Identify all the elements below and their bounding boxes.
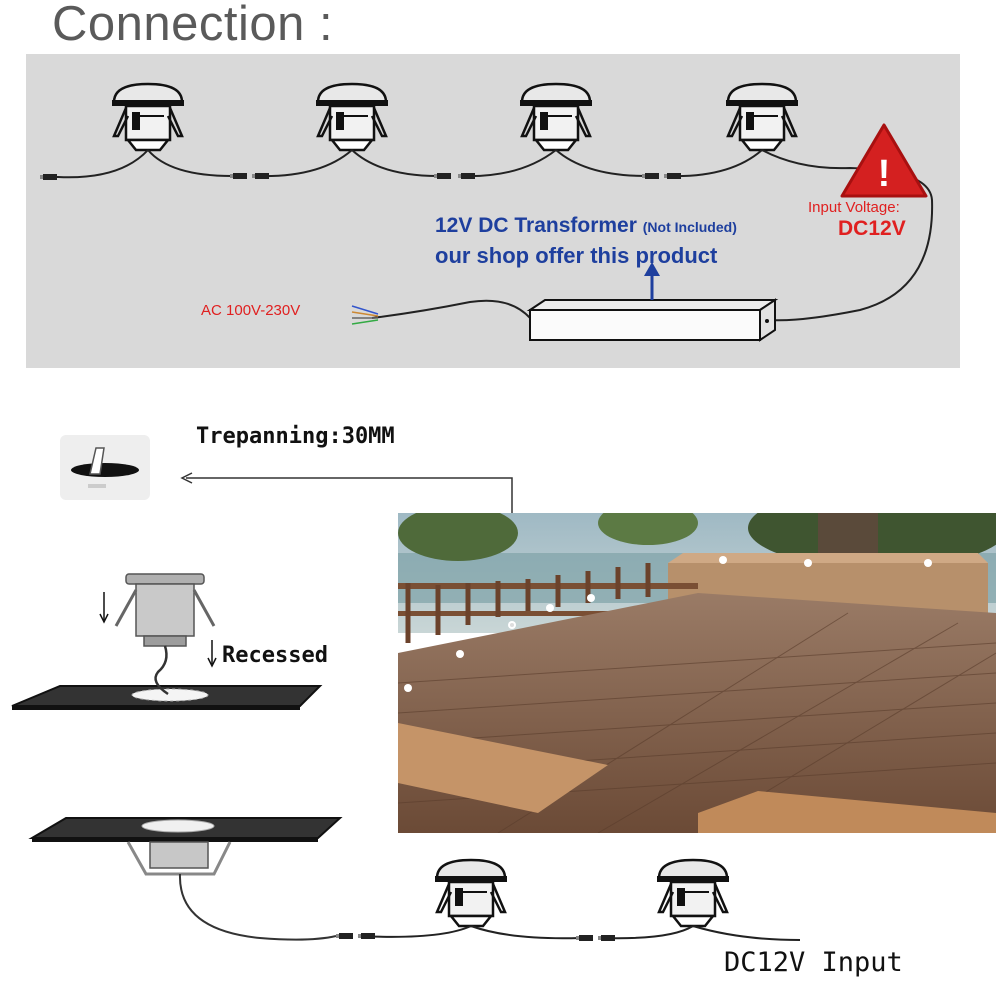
deck-photo-illustration [398,513,996,833]
connection-light-3 [518,82,594,152]
connection-light-1 [110,82,186,152]
recessed-label: Recessed [222,643,328,668]
input-voltage-label: Input Voltage: [808,199,900,216]
transformer-title: 12V DC Transformer [435,214,637,237]
input-voltage-value: DC12V [838,217,906,240]
warning-symbol: ! [878,153,891,195]
transformer-box [526,298,779,342]
warning-icon: ! [840,123,928,198]
transformer-arrow [644,262,660,300]
connection-light-2 [314,82,390,152]
hole-saw-icon [60,435,150,500]
installed-light-illustration [28,817,343,941]
connection-connectors [40,173,681,180]
deck-photo [398,513,996,833]
deck-lights [404,556,932,692]
bottom-light-2 [655,858,731,928]
connection-light-4 [724,82,800,152]
ac-wire-ends [351,305,379,325]
connection-panel [26,54,960,368]
trepanning-label: Trepanning:30MM [196,424,395,449]
bottom-light-1 [433,858,509,928]
transformer-label: 12V DC Transformer (Not Included) [435,214,737,238]
dc-input-label: DC12V Input [724,947,903,978]
ac-input-label: AC 100V-230V [201,302,301,319]
shop-offer-label: our shop offer this product [435,243,718,268]
connection-heading: Connection : [52,0,334,51]
recessed-illustration [11,573,323,710]
not-included-note: (Not Included) [642,219,737,235]
